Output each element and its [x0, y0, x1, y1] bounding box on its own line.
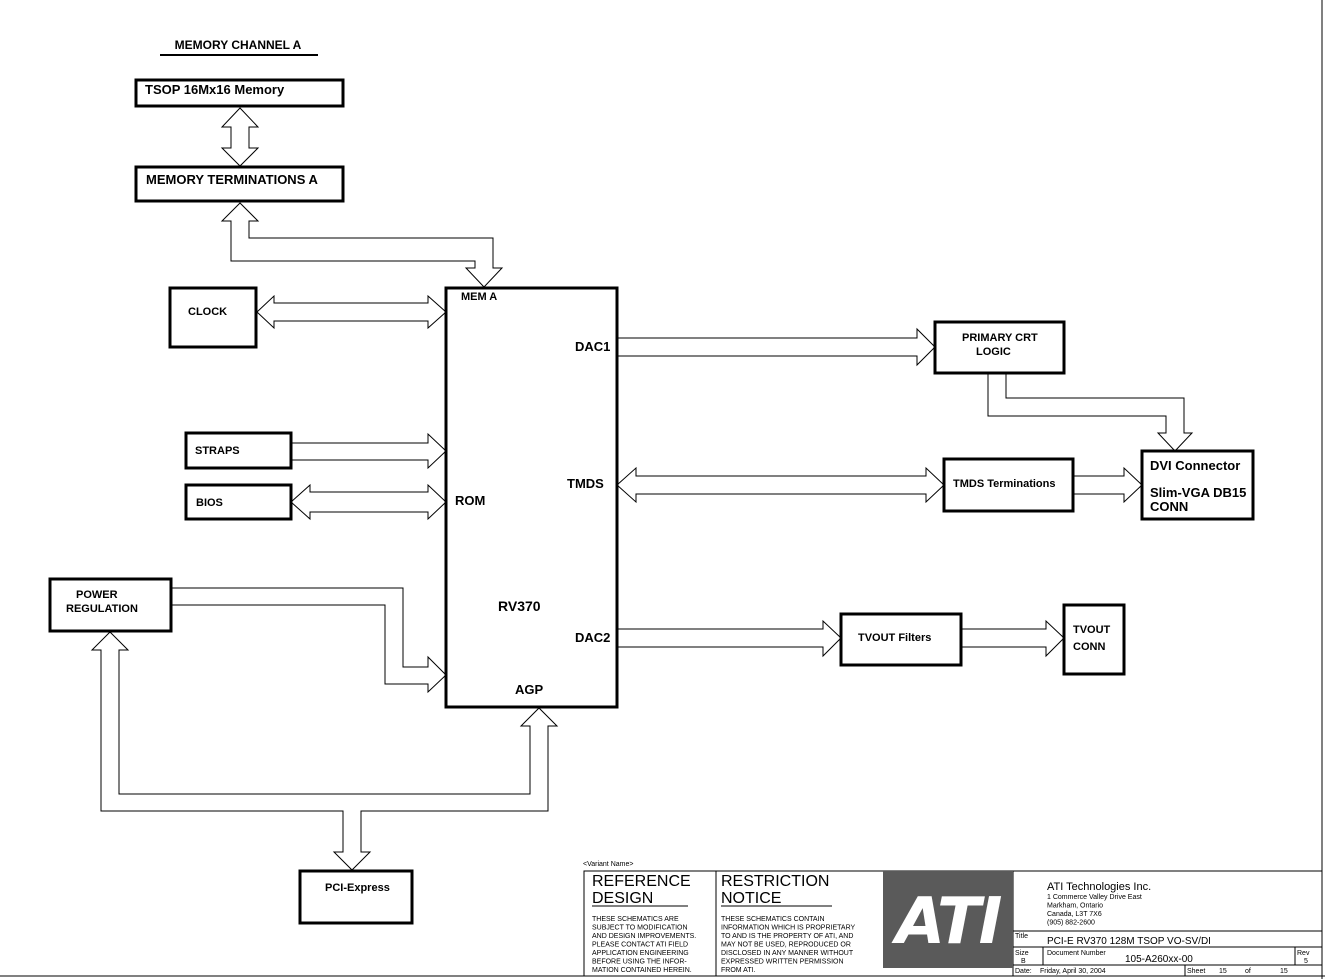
- pci-express-label: PCI-Express: [325, 882, 390, 894]
- restriction-text-line: FROM ATI.: [721, 967, 756, 974]
- tmds-to-terminations-arrow: [616, 466, 945, 504]
- restriction-text-line: MAY NOT BE USED, REPRODUCED OR: [721, 942, 851, 949]
- sheet-number-value: 15: [1219, 968, 1227, 975]
- terminations-to-mem-a-arrow: [220, 202, 504, 288]
- sheet-of-label: of: [1245, 968, 1251, 975]
- size-field-value: B: [1021, 958, 1026, 965]
- dvi-connector-label-line2: Slim-VGA DB15: [1150, 485, 1246, 500]
- reference-text-line: APPLICATION ENGINEERING: [592, 950, 689, 957]
- power-regulation-block: [48, 577, 173, 633]
- sheet-field-label: Sheet: [1187, 968, 1205, 975]
- ati-logo-text: ATI: [891, 885, 1002, 959]
- bios-label: BIOS: [196, 497, 223, 509]
- ati-logo-background: [883, 871, 1013, 968]
- memory-channel-title: MEMORY CHANNEL A: [175, 38, 302, 52]
- reference-text-line: THESE SCHEMATICS ARE: [592, 916, 679, 923]
- reference-text-line: SUBJECT TO MODIFICATION: [592, 925, 688, 932]
- power-regulation-label-line1: POWER: [76, 589, 118, 601]
- rv370-label: RV370: [498, 598, 541, 614]
- company-address-line: 1 Commerce Valley Drive East: [1047, 894, 1142, 901]
- dvi-connector-label-line3: CONN: [1150, 499, 1188, 514]
- reference-text-line: AND DESIGN IMPROVEMENTS.: [592, 933, 696, 940]
- tvout-filters-to-conn-arrow: [961, 619, 1065, 658]
- primary-crt-label-line2: LOGIC: [976, 346, 1011, 358]
- dvi-connector-block: [1140, 449, 1255, 521]
- restriction-text-line: TO AND IS THE PROPERTY OF ATI, AND: [721, 933, 853, 940]
- company-name: ATI Technologies Inc.: [1047, 881, 1151, 893]
- primary-crt-label-line1: PRIMARY CRT: [962, 332, 1038, 344]
- tsop-memory-block: [134, 78, 345, 108]
- restriction-text-line: INFORMATION WHICH IS PROPRIETARY: [721, 925, 856, 932]
- restriction-notice-heading-1: RESTRICTION: [721, 873, 829, 890]
- tvout-conn-label-line1: TVOUT: [1073, 624, 1111, 636]
- mem-a-pin-label: MEM A: [461, 291, 497, 303]
- pcie-to-agp-arrow: [90, 631, 559, 871]
- crt-to-dvi-arrow: [987, 374, 1194, 452]
- rev-field-label: Rev: [1297, 950, 1310, 957]
- bios-block: [184, 483, 293, 521]
- tmds-pin-label: TMDS: [567, 476, 604, 491]
- tsop-memory-label: TSOP 16Mx16 Memory: [145, 82, 285, 97]
- tvout-conn-block: [1062, 603, 1126, 676]
- reference-text-line: BEFORE USING THE INFOR-: [592, 959, 687, 966]
- reference-design-heading-1: REFERENCE: [592, 873, 691, 890]
- reference-text-line: PLEASE CONTACT ATI FIELD: [592, 942, 688, 949]
- agp-pin-label: AGP: [515, 682, 544, 697]
- memory-to-terminations-arrow: [220, 107, 260, 167]
- straps-block: [184, 431, 293, 470]
- restriction-text-line: EXPRESSED WRITTEN PERMISSION: [721, 959, 844, 966]
- date-field-label: Date:: [1015, 968, 1032, 975]
- rom-pin-label: ROM: [455, 493, 485, 508]
- rv370-gpu-block: [444, 286, 619, 709]
- sheet-total-value: 15: [1280, 968, 1288, 975]
- restriction-notice-text: THESE SCHEMATICS CONTAIN INFORMATION WHI…: [721, 916, 856, 974]
- restriction-text-line: DISCLOSED IN ANY MANNER WITHOUT: [721, 950, 854, 957]
- rev-field-value: 5: [1304, 958, 1308, 965]
- tmds-terminations-block: [942, 457, 1075, 513]
- dac1-pin-label: DAC1: [575, 339, 610, 354]
- document-number-value: 105-A260xx-00: [1125, 954, 1193, 965]
- terminations-to-dvi-arrow: [1074, 466, 1143, 504]
- tvout-filters-block: [839, 612, 963, 667]
- title-field-value: PCI-E RV370 128M TSOP VO-SV/DI: [1047, 936, 1211, 947]
- tmds-terminations-label: TMDS Terminations: [953, 478, 1055, 490]
- variant-name-label: <Variant Name>: [583, 861, 633, 868]
- primary-crt-logic-block: [933, 320, 1066, 375]
- straps-to-gpu-arrow: [291, 432, 447, 470]
- pci-express-block: [298, 869, 414, 925]
- document-number-label: Document Number: [1047, 950, 1106, 957]
- straps-label: STRAPS: [195, 445, 240, 457]
- company-address-line: Markham, Ontario: [1047, 903, 1103, 910]
- dvi-connector-label-line1: DVI Connector: [1150, 458, 1240, 473]
- restriction-text-line: THESE SCHEMATICS CONTAIN: [721, 916, 825, 923]
- ati-logo: ATI: [883, 871, 1013, 968]
- clock-label: CLOCK: [188, 306, 227, 318]
- dac2-to-tvout-filters-arrow: [617, 619, 842, 658]
- tvout-filters-label: TVOUT Filters: [858, 632, 931, 644]
- dac1-to-crt-arrow: [617, 327, 936, 367]
- title-field-label: Title: [1015, 933, 1028, 940]
- reference-design-text: THESE SCHEMATICS ARE SUBJECT TO MODIFICA…: [592, 916, 696, 974]
- power-to-gpu-arrow: [171, 587, 447, 694]
- clock-to-gpu-arrow: [256, 294, 447, 330]
- clock-block: [168, 286, 258, 349]
- company-address-line: Canada, L3T 7X6: [1047, 911, 1102, 918]
- power-regulation-label-line2: REGULATION: [66, 603, 138, 615]
- company-address-line: (905) 882-2600: [1047, 920, 1095, 927]
- tvout-conn-label-line2: CONN: [1073, 641, 1105, 653]
- memory-terminations-block: [134, 165, 345, 203]
- reference-text-line: MATION CONTAINED HEREIN.: [592, 967, 692, 974]
- date-field-value: Friday, April 30, 2004: [1040, 968, 1106, 975]
- reference-design-heading-2: DESIGN: [592, 890, 653, 907]
- restriction-notice-heading-2: NOTICE: [721, 890, 781, 907]
- memory-terminations-label: MEMORY TERMINATIONS A: [146, 172, 319, 187]
- bios-to-gpu-arrow: [290, 483, 447, 521]
- size-field-label: Size: [1015, 950, 1029, 957]
- dac2-pin-label: DAC2: [575, 630, 610, 645]
